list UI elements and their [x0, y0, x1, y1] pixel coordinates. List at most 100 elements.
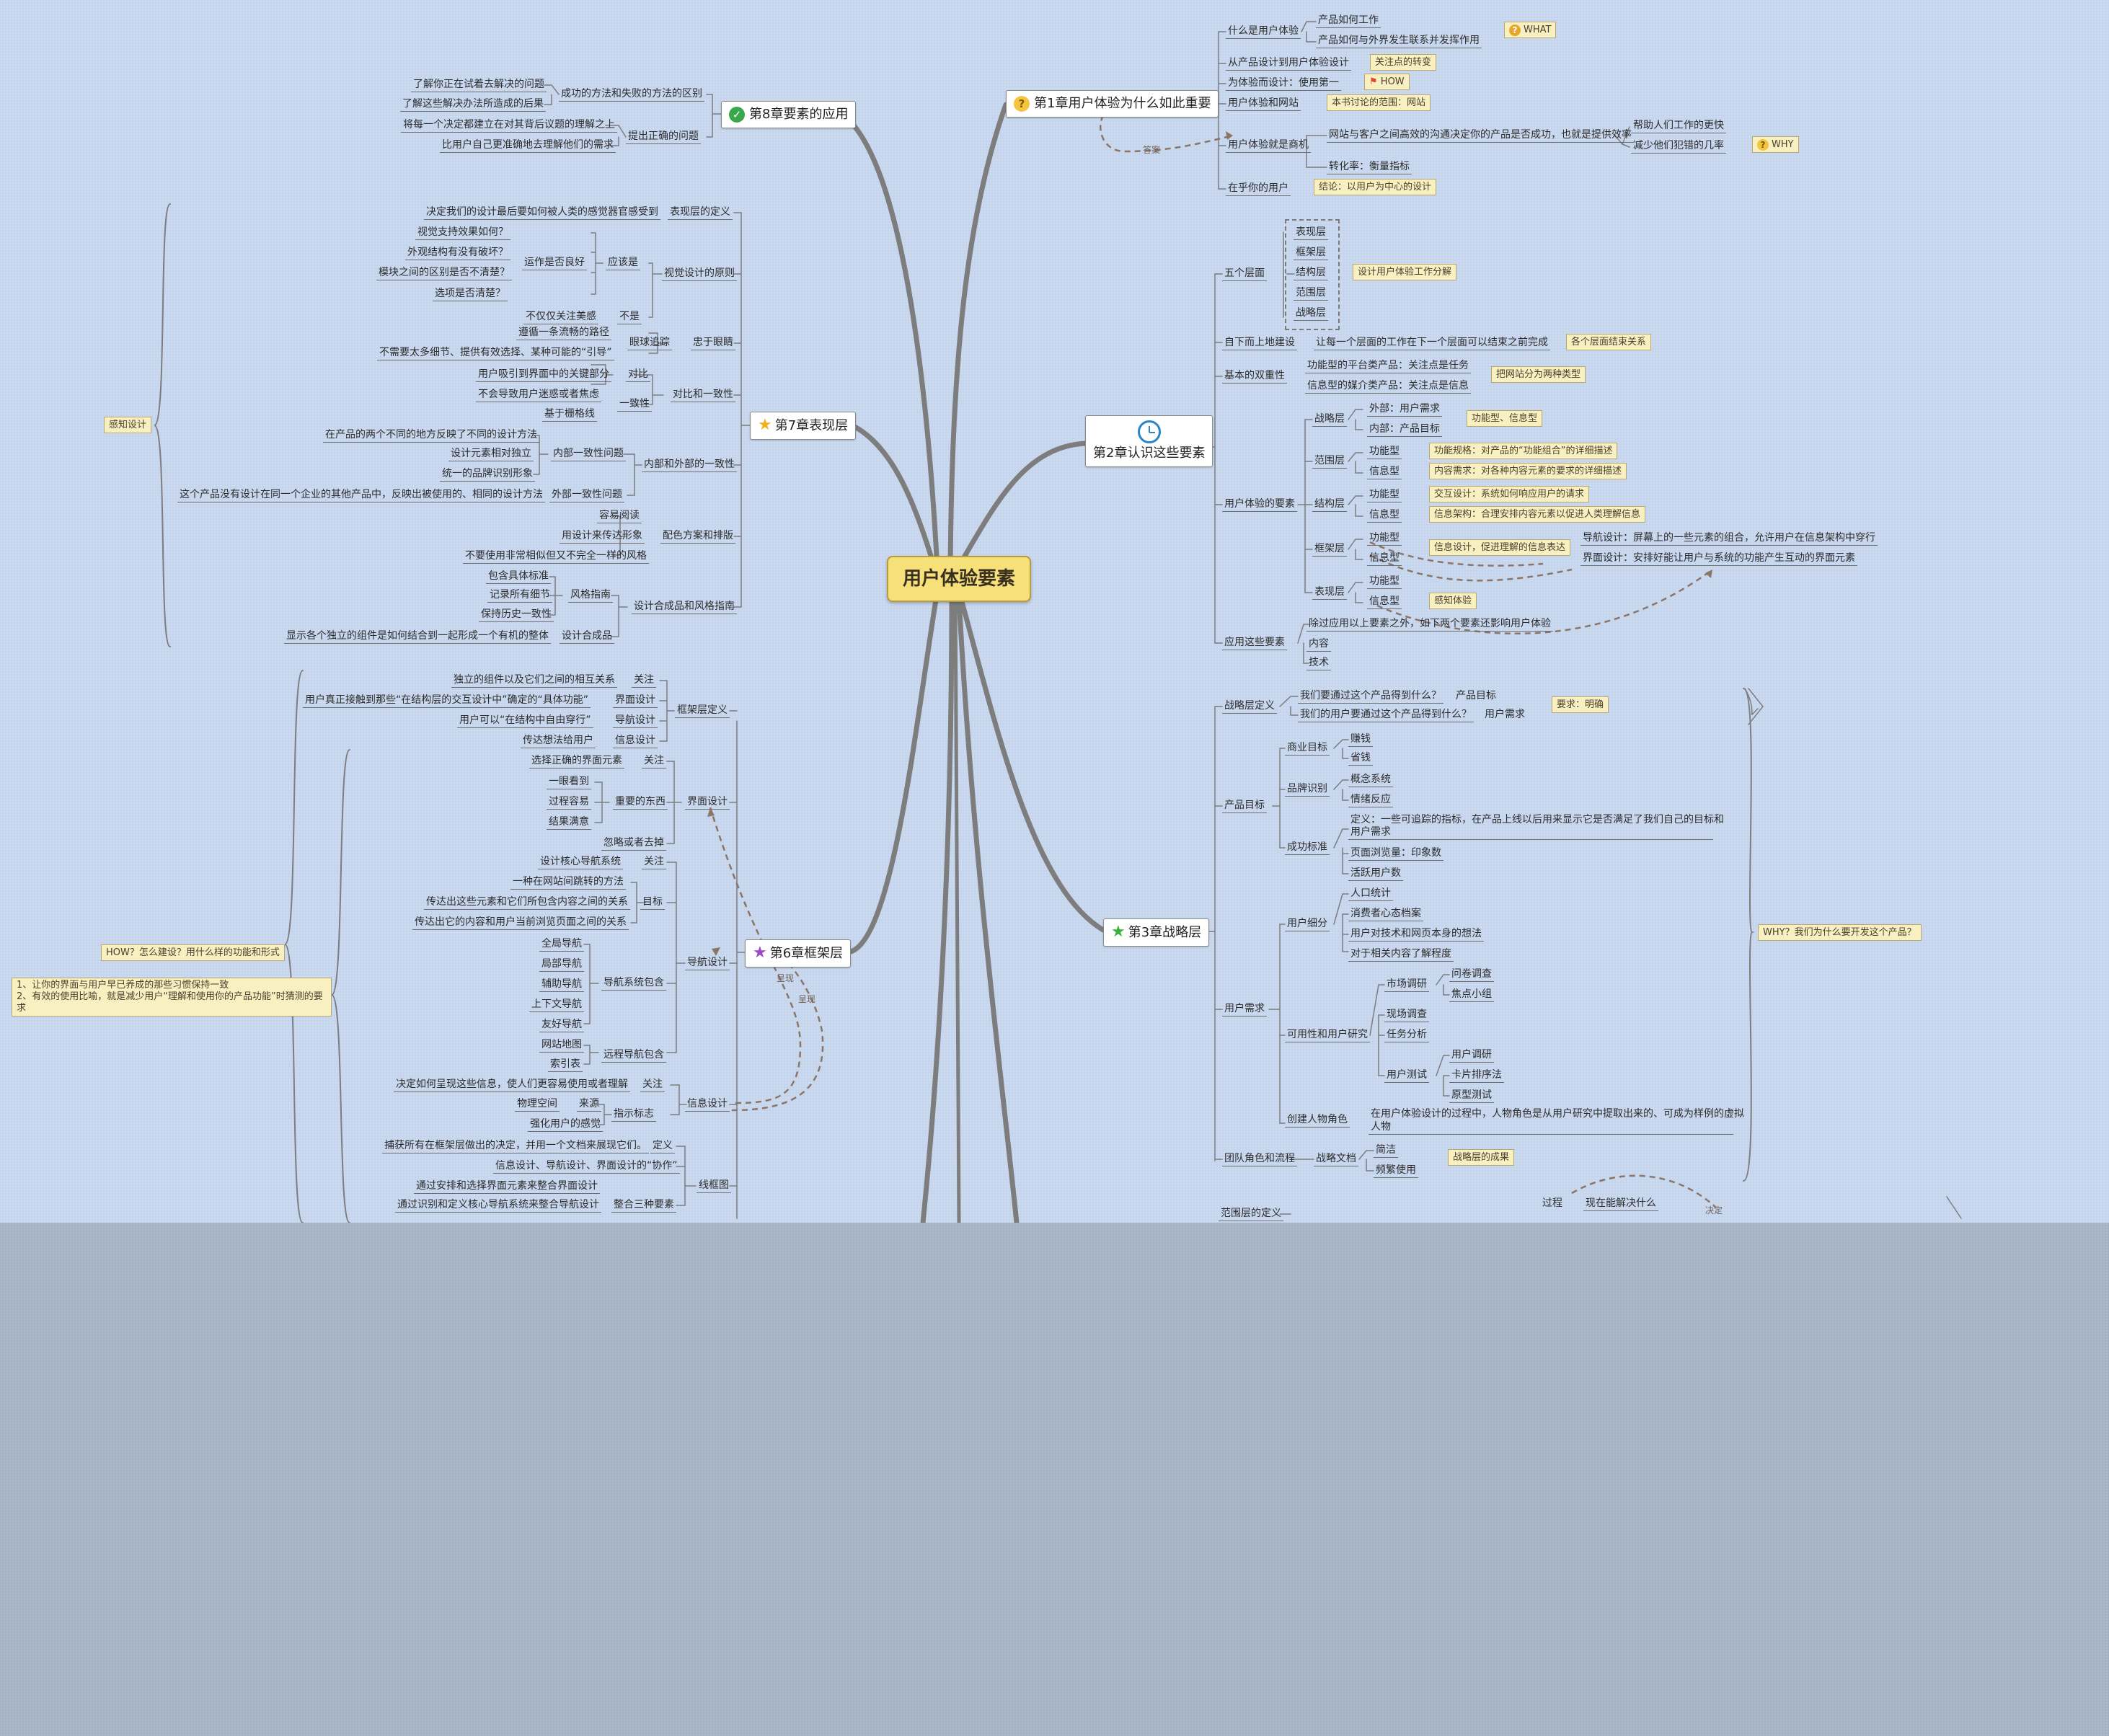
topic-technology[interactable]: 技术 — [1306, 656, 1331, 670]
topic-easy-process[interactable]: 过程容易 — [547, 795, 591, 810]
topic-care-users[interactable]: 在乎你的用户 — [1226, 182, 1291, 196]
topic-components-relations[interactable]: 独立的组件以及它们之间的相互关系 — [451, 673, 617, 688]
topic-not[interactable]: 不是 — [617, 310, 642, 324]
topic-make-money[interactable]: 赚钱 — [1348, 732, 1373, 747]
topic-focus-3[interactable]: 关注 — [642, 855, 666, 869]
topic-independent-elements[interactable]: 设计元素相对独立 — [448, 447, 534, 461]
topic-wireframe-def-label[interactable]: 定义 — [650, 1139, 675, 1153]
layer-skeleton[interactable]: 框架层 — [1294, 246, 1328, 260]
topic-scope-functional[interactable]: 功能型 — [1367, 445, 1402, 459]
topic-element-relations[interactable]: 传达出这些元素和它们所包含内容之间的关系 — [424, 895, 630, 910]
topic-design-composite[interactable]: 设计合成品 — [560, 629, 614, 644]
topic-understand-users-better[interactable]: 比用户自己更准确地去理解他们的需求 — [440, 138, 616, 153]
topic-external-consistency[interactable]: 外部一致性问题 — [549, 488, 624, 502]
topic-apply-other[interactable]: 除过应用以上要素之外，如下两个要素还影响用户体验 — [1306, 617, 1553, 632]
topic-survey[interactable]: 问卷调查 — [1449, 967, 1494, 982]
topic-options-clear[interactable]: 选项是否清楚？ — [433, 287, 508, 301]
topic-different-methods[interactable]: 在产品的两个不同的地方反映了不同的设计方法 — [323, 428, 539, 443]
topic-create-personas[interactable]: 创建人物角色 — [1285, 1113, 1350, 1128]
topic-ignore-remove[interactable]: 忽略或者去掉 — [601, 836, 666, 851]
topic-product-goal-label[interactable]: 产品目标 — [1456, 690, 1496, 701]
nav-local[interactable]: 局部导航 — [539, 957, 584, 972]
topic-save-money[interactable]: 省钱 — [1348, 751, 1373, 766]
root-topic[interactable]: 用户体验要素 — [887, 556, 1031, 602]
topic-focus-1[interactable]: 关注 — [632, 673, 656, 688]
topic-structure-functional[interactable]: 功能型 — [1367, 488, 1402, 502]
topic-ui-design-1[interactable]: 界面设计 — [613, 694, 658, 708]
topic-should-be[interactable]: 应该是 — [606, 256, 640, 270]
topic-usability-research[interactable]: 可用性和用户研究 — [1285, 1028, 1370, 1042]
chapter-2-topic[interactable]: 第2章认识这些要素 — [1085, 415, 1213, 467]
topic-visual-support[interactable]: 视觉支持效果如何？ — [415, 226, 510, 240]
topic-brand-identity[interactable]: 品牌识别 — [1285, 782, 1330, 797]
topic-same-design-method[interactable]: 这个产品没有设计在同一个企业的其他产品中，反映出被使用的、相同的设计方法 — [177, 488, 545, 502]
topic-navigation-design[interactable]: 导航设计 — [685, 956, 730, 970]
topic-understand-problem[interactable]: 了解你正在试着去解决的问题 — [411, 78, 547, 92]
topic-ux-elements[interactable]: 用户体验的要素 — [1222, 497, 1297, 512]
topic-content-knowledge[interactable]: 对于相关内容了解程度 — [1348, 947, 1454, 962]
topic-capture-decisions[interactable]: 捕获所有在框架层做出的决定，并用一个文档来展现它们。 — [382, 1139, 649, 1153]
topic-current-page-relations[interactable]: 传达出它的内容和用户当前浏览页面之间的关系 — [412, 916, 629, 930]
topic-surface-informational[interactable]: 信息型 — [1367, 595, 1402, 609]
topic-contrast-consistency[interactable]: 对比和一致性 — [671, 388, 735, 402]
chapter-1-topic[interactable]: ?第1章用户体验为什么如此重要 — [1006, 90, 1219, 118]
topic-strategy-plane[interactable]: 战略层 — [1312, 412, 1347, 427]
topic-attract-key-parts[interactable]: 用户吸引到界面中的关键部分 — [476, 368, 611, 382]
topic-bottom-up[interactable]: 自下而上地建设 — [1222, 336, 1297, 350]
topic-decisions-on-understanding[interactable]: 将每一个决定都建立在对其背后议题的理解之上 — [401, 118, 617, 133]
topic-conversion-rate[interactable]: 转化率：衡量指标 — [1327, 160, 1412, 174]
layer-scope[interactable]: 范围层 — [1294, 286, 1328, 301]
topic-works-well[interactable]: 运作是否良好 — [522, 256, 587, 270]
topic-integrate-ui[interactable]: 通过安排和选择界面元素来整合界面设计 — [414, 1179, 600, 1194]
topic-scope-informational[interactable]: 信息型 — [1367, 465, 1402, 479]
topic-card-sorting[interactable]: 卡片排序法 — [1449, 1068, 1504, 1083]
topic-ask-right-questions[interactable]: 提出正确的问题 — [626, 130, 701, 144]
topic-persona-definition-cont[interactable]: 人物 — [1369, 1120, 1733, 1135]
nav-site-map[interactable]: 网站地图 — [539, 1038, 584, 1053]
topic-understand-consequences[interactable]: 了解这些解决办法所造成的后果 — [400, 97, 546, 112]
topic-five-planes[interactable]: 五个层面 — [1222, 267, 1267, 281]
topic-user-segmentation[interactable]: 用户细分 — [1285, 917, 1330, 931]
topic-surface-functional[interactable]: 功能型 — [1367, 575, 1402, 589]
topic-module-distinction[interactable]: 模块之间的区别是否不清楚？ — [376, 266, 512, 280]
topic-scope-definition[interactable]: 范围层的定义 — [1219, 1207, 1283, 1221]
topic-tech-attitude[interactable]: 用户对技术和网页本身的想法 — [1348, 927, 1484, 942]
chapter-7-topic[interactable]: ★第7章表现层 — [750, 412, 857, 440]
topic-physical-space[interactable]: 物理空间 — [515, 1097, 560, 1112]
topic-signage[interactable]: 指示标志 — [611, 1107, 656, 1122]
topic-satisfied-result[interactable]: 结果满意 — [547, 815, 591, 830]
topic-eye-tracking[interactable]: 眼球追踪 — [627, 336, 672, 350]
topic-nav-includes[interactable]: 导航系统包含 — [601, 976, 666, 991]
topic-convey-ideas[interactable]: 传达想法给用户 — [521, 734, 596, 748]
nav-supplementary[interactable]: 辅助导航 — [539, 978, 584, 992]
topic-smooth-path[interactable]: 遵循一条流畅的路径 — [516, 326, 611, 340]
topic-metric-definition-cont[interactable]: 用户需求 — [1348, 825, 1713, 840]
topic-persona-definition[interactable]: 在用户体验设计的过程中，人物角色是从用户研究中提取出来的、可成为样例的虚拟 — [1371, 1108, 1744, 1120]
topic-ui-design[interactable]: 界面设计 — [685, 795, 730, 810]
topic-move-through[interactable]: 用户可以“在结构中自由穿行” — [457, 714, 593, 728]
topic-skeleton-informational[interactable]: 信息型 — [1367, 552, 1402, 566]
topic-success-failure-diff[interactable]: 成功的方法和失败的方法的区别 — [559, 87, 704, 102]
topic-content[interactable]: 内容 — [1306, 637, 1331, 652]
chapter-3-topic[interactable]: ★第3章战略层 — [1103, 918, 1210, 947]
topic-user-needs-label[interactable]: 用户需求 — [1485, 709, 1525, 720]
topic-nav-goal[interactable]: 目标 — [640, 895, 665, 910]
topic-contrast[interactable]: 对比 — [626, 368, 650, 382]
nav-index[interactable]: 索引表 — [548, 1058, 583, 1072]
topic-information-media[interactable]: 信息型的媒介类产品：关注点是信息 — [1305, 379, 1471, 394]
topic-avoid-similar-styles[interactable]: 不要使用非常相似但又不完全一样的风格 — [463, 549, 649, 564]
topic-structure-informational[interactable]: 信息型 — [1367, 508, 1402, 523]
topic-internal-consistency[interactable]: 内部一致性问题 — [551, 447, 626, 461]
topic-grid-based[interactable]: 基于栅格线 — [542, 407, 597, 422]
topic-market-research[interactable]: 市场调研 — [1384, 978, 1429, 992]
topic-surface-def[interactable]: 表现层的定义 — [668, 205, 733, 220]
topic-source[interactable]: 来源 — [577, 1097, 601, 1112]
topic-consistency[interactable]: 一致性 — [617, 397, 652, 412]
topic-design-for-experience[interactable]: 为体验而设计：使用第一 — [1226, 76, 1341, 91]
chapter-8-topic[interactable]: ✓第8章要素的应用 — [721, 101, 857, 128]
topic-strategy-def[interactable]: 战略层定义 — [1222, 699, 1277, 714]
topic-nav-design-1[interactable]: 导航设计 — [613, 714, 658, 728]
topic-remote-nav[interactable]: 远程导航包含 — [601, 1048, 666, 1063]
topic-q-what-we-get[interactable]: 我们要通过这个产品得到什么？ — [1298, 689, 1443, 704]
topic-comp-style-guide[interactable]: 设计合成品和风格指南 — [632, 600, 737, 614]
